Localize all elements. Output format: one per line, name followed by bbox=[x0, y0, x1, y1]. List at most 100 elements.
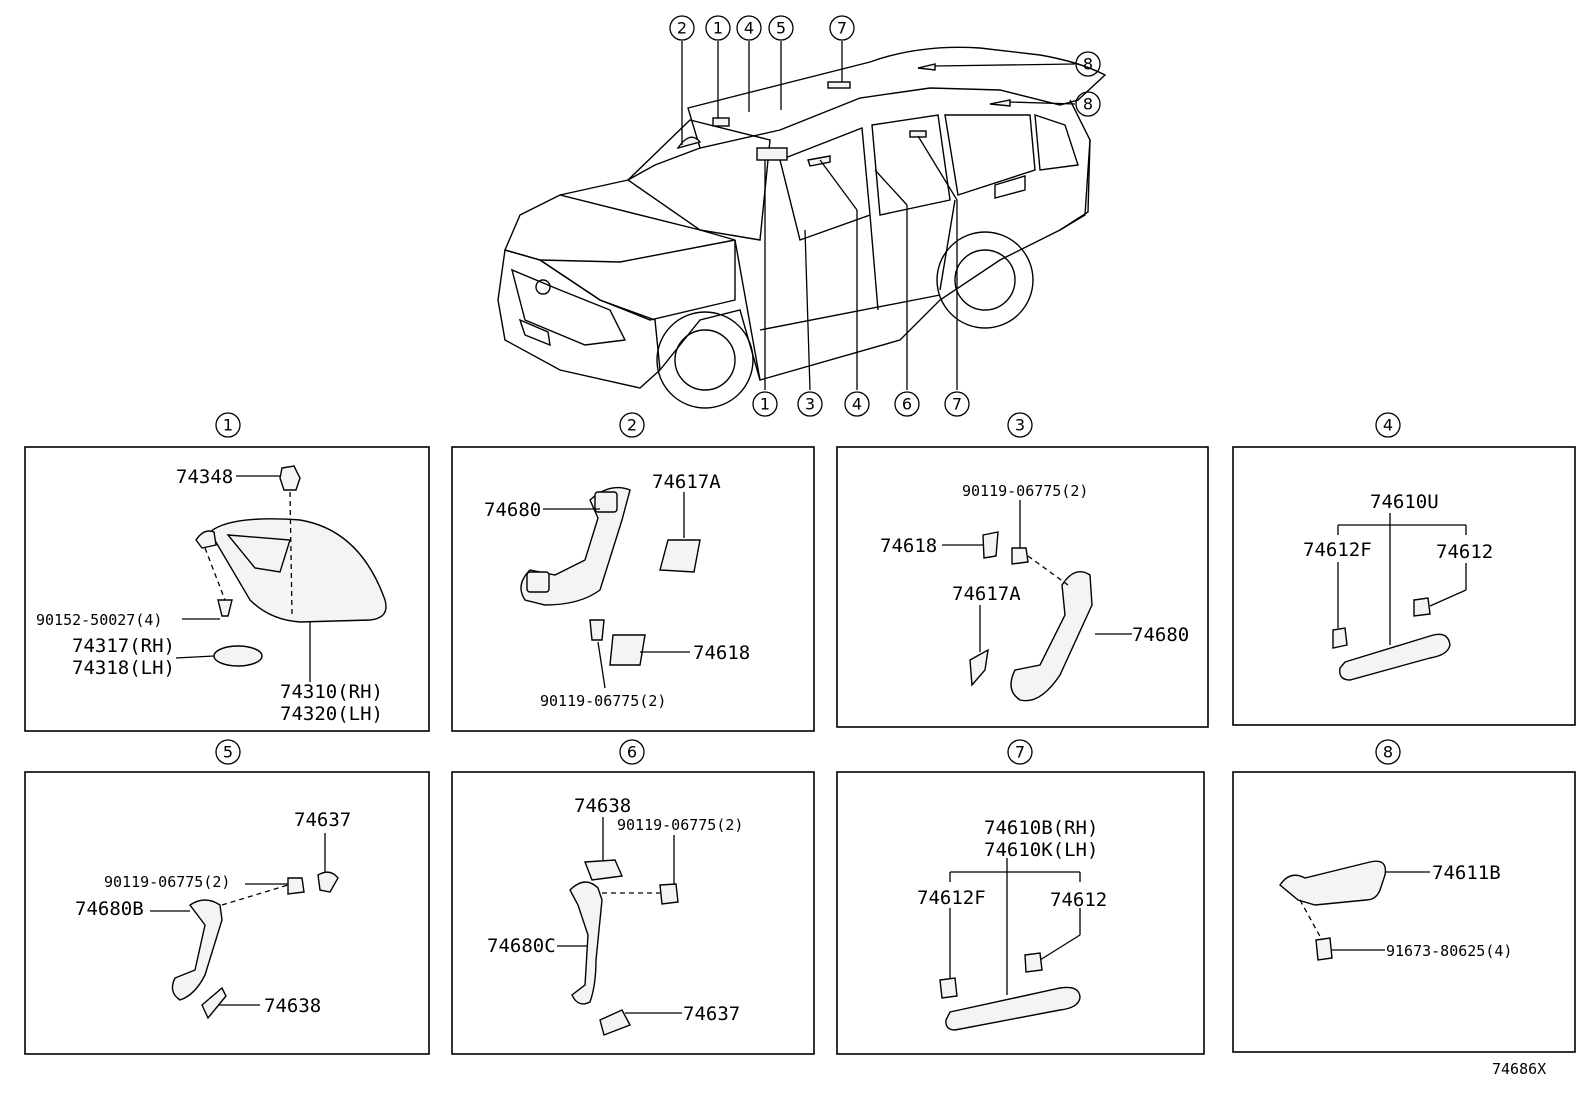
cap-b-part bbox=[201, 986, 227, 1020]
panel-2-frame bbox=[451, 446, 815, 732]
label-74617A-p3: 74617A bbox=[952, 583, 1021, 605]
clip-f-part bbox=[1332, 627, 1348, 649]
vehicle-leader-lines bbox=[681, 41, 1076, 391]
vanity-mirror-part bbox=[226, 534, 291, 573]
panel-5-number: 5 bbox=[223, 743, 233, 762]
screw-part bbox=[217, 599, 233, 617]
callout-1-bottom: 1 bbox=[760, 395, 770, 414]
panel-3: 3 90119-06775(2) 74618 74617A 74680 bbox=[836, 412, 1209, 728]
panel-5-frame bbox=[24, 771, 430, 1055]
label-90152-50027: 90152-50027(4) bbox=[36, 611, 162, 629]
panel-3-frame bbox=[836, 446, 1209, 728]
panel-1-frame bbox=[24, 446, 430, 732]
cover-part bbox=[982, 531, 999, 559]
panel-4-number: 4 bbox=[1383, 416, 1393, 435]
label-74638-p6: 74638 bbox=[574, 795, 631, 817]
callout-8-right-b: 8 bbox=[1083, 95, 1093, 114]
label-74611B: 74611B bbox=[1432, 862, 1501, 884]
panel-7-number: 7 bbox=[1015, 743, 1025, 762]
panel-8-frame bbox=[1232, 771, 1576, 1053]
panel-1-number: 1 bbox=[223, 416, 233, 435]
callout-3-bottom: 3 bbox=[805, 395, 815, 414]
label-74612F-p7: 74612F bbox=[917, 887, 986, 909]
label-74637-p6: 74637 bbox=[683, 1003, 740, 1025]
label-74348: 74348 bbox=[176, 466, 233, 488]
cover-part bbox=[213, 645, 263, 667]
panel-6: 6 74638 90119-06775(2) 74680C 74637 bbox=[451, 739, 815, 1055]
label-74612: 74612 bbox=[1436, 541, 1493, 563]
panel-7-frame bbox=[836, 771, 1205, 1055]
vehicle-callouts: 2 1 4 5 7 8 8 1 3 4 6 7 bbox=[669, 15, 1101, 417]
cap-part bbox=[317, 871, 339, 893]
label-74610U: 74610U bbox=[1370, 491, 1439, 513]
assist-grip-part bbox=[1010, 571, 1093, 702]
visor-hinge-part bbox=[195, 530, 217, 549]
callout-7-top: 7 bbox=[837, 19, 847, 38]
label-74637: 74637 bbox=[294, 809, 351, 831]
callout-4-bottom: 4 bbox=[852, 395, 862, 414]
panel-2: 2 74680 74617A 74618 90119-06775(2) bbox=[451, 412, 815, 732]
label-74618-p3: 74618 bbox=[880, 535, 937, 557]
panel-8-number: 8 bbox=[1383, 743, 1393, 762]
label-74680C: 74680C bbox=[487, 935, 556, 957]
label-74610K: 74610K(LH) bbox=[984, 839, 1098, 861]
callout-8-right-a: 8 bbox=[1083, 55, 1093, 74]
cap-b-part bbox=[599, 1009, 631, 1036]
label-74318: 74318(LH) bbox=[72, 657, 175, 679]
panel-8: 8 74611B 91673-80625(4) bbox=[1232, 739, 1576, 1053]
clip-f-part bbox=[939, 977, 958, 999]
assist-grip-part bbox=[1279, 860, 1387, 906]
label-74612F: 74612F bbox=[1303, 539, 1372, 561]
vehicle-illustration bbox=[497, 46, 1107, 409]
label-90119-06775-p3: 90119-06775(2) bbox=[962, 482, 1088, 500]
cap-part bbox=[584, 859, 624, 881]
screw-part bbox=[1315, 937, 1333, 961]
label-74638: 74638 bbox=[264, 995, 321, 1017]
label-90119-06775-p2: 90119-06775(2) bbox=[540, 692, 666, 710]
bolt-part bbox=[589, 619, 605, 641]
label-91673-80625: 91673-80625(4) bbox=[1386, 942, 1512, 960]
panel-6-number: 6 bbox=[627, 743, 637, 762]
callout-7-bottom: 7 bbox=[952, 395, 962, 414]
label-90119-06775-p6: 90119-06775(2) bbox=[617, 816, 743, 834]
panel-7: 7 74610B(RH) 74610K(LH) 74612F 74612 bbox=[836, 739, 1205, 1055]
panel-4-frame bbox=[1232, 446, 1576, 726]
panel-2-number: 2 bbox=[627, 416, 637, 435]
callout-6-bottom: 6 bbox=[902, 395, 912, 414]
panel-1: 1 74348 90152-50027(4) 74317(RH) 74318(L… bbox=[24, 412, 430, 732]
callout-2-top: 2 bbox=[677, 19, 687, 38]
bolt-part bbox=[1011, 547, 1029, 565]
label-74612-p7: 74612 bbox=[1050, 889, 1107, 911]
label-74310: 74310(RH) bbox=[280, 681, 383, 703]
label-74610B: 74610B(RH) bbox=[984, 817, 1098, 839]
label-90119-06775-p5: 90119-06775(2) bbox=[104, 873, 230, 891]
panel-6-frame bbox=[451, 771, 815, 1055]
label-74320: 74320(LH) bbox=[280, 703, 383, 725]
panel-5: 5 74637 90119-06775(2) 74680B 74638 bbox=[24, 739, 430, 1055]
label-74680: 74680 bbox=[484, 499, 541, 521]
clip-part bbox=[1024, 952, 1043, 973]
callout-1-top: 1 bbox=[713, 19, 723, 38]
callout-5-top: 5 bbox=[776, 19, 786, 38]
bolt-part bbox=[287, 877, 305, 895]
panel-3-number: 3 bbox=[1015, 416, 1025, 435]
assist-grip-part bbox=[171, 899, 223, 1001]
assist-grip-part bbox=[569, 881, 603, 1005]
label-74618: 74618 bbox=[693, 642, 750, 664]
clip-part bbox=[1413, 597, 1431, 617]
panel-4: 4 74610U 74612F 74612 bbox=[1232, 412, 1576, 726]
label-74680B: 74680B bbox=[75, 898, 144, 920]
bolt-part bbox=[659, 883, 679, 905]
label-74317: 74317(RH) bbox=[72, 635, 175, 657]
cover-b-part bbox=[609, 634, 646, 666]
label-74680-p3: 74680 bbox=[1132, 624, 1189, 646]
diagram-code: 74686X bbox=[1492, 1060, 1546, 1078]
label-74617A: 74617A bbox=[652, 471, 721, 493]
sun-visor-part bbox=[209, 518, 387, 623]
callout-4-top: 4 bbox=[744, 19, 754, 38]
cover-a-part bbox=[659, 539, 701, 573]
grip-part bbox=[1339, 633, 1451, 681]
cover-b-part bbox=[969, 648, 989, 687]
clip-part bbox=[279, 465, 301, 491]
